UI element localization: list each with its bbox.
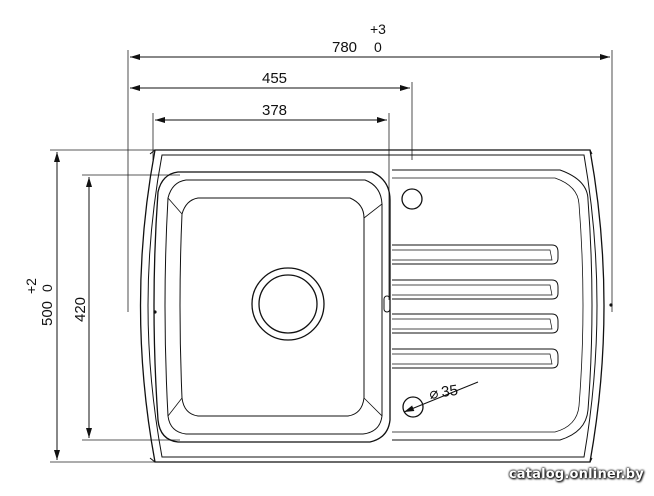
drain-groove-1b (392, 249, 553, 261)
dim-780-tol-minus: 0 (374, 39, 382, 55)
sink-outer-edge (139, 149, 605, 463)
hole-diameter-value: 35 (440, 382, 459, 401)
bowl-corner-bl (167, 397, 183, 417)
faucet-hole-bottom (402, 396, 424, 418)
side-mark-left (153, 310, 157, 314)
hole-diameter-symbol: ⌀ (428, 385, 439, 403)
drainboard-outline (392, 169, 593, 441)
drain-groove-3b (392, 318, 553, 330)
sink-rim-line-1 (147, 154, 598, 458)
overflow-slot (383, 295, 391, 313)
dim-455-value: 455 (262, 70, 287, 87)
drain-groove-4b (392, 353, 553, 365)
dim-378-value: 378 (262, 102, 287, 119)
bowl-corner-tr (363, 203, 383, 219)
drain-groove-4 (392, 348, 559, 369)
bowl-corner-br (363, 397, 383, 417)
drainboard-inner (392, 177, 584, 433)
dim-500-tol-plus: +2 (23, 278, 39, 294)
dimension-lines (54, 54, 610, 460)
drain-groove-2 (392, 279, 559, 300)
drain-groove-1 (392, 244, 559, 265)
side-mark-right (609, 303, 613, 307)
watermark: catalog.onliner.by (508, 467, 644, 482)
bowl-corner-tl (167, 197, 183, 215)
sink-body (139, 149, 605, 463)
faucet-hole-top (401, 188, 423, 210)
sink-rim-line-2 (149, 149, 593, 463)
bowl-outer (153, 171, 391, 443)
bowl-inner (164, 179, 383, 435)
bowl-floor (179, 197, 365, 417)
hole-diameter-leader (403, 381, 479, 413)
dim-780-tol-plus: +3 (370, 21, 386, 37)
dim-420-value: 420 (72, 297, 89, 322)
dim-500-value: 500 (39, 301, 56, 326)
drain-groove-2b (392, 284, 553, 296)
drain-groove-3 (392, 313, 559, 334)
extension-lines (50, 50, 613, 463)
drain-inner (258, 274, 318, 334)
drain-outer (251, 267, 325, 341)
dim-500-tol-minus: 0 (39, 284, 55, 292)
dim-780-value: 780 (332, 39, 357, 56)
